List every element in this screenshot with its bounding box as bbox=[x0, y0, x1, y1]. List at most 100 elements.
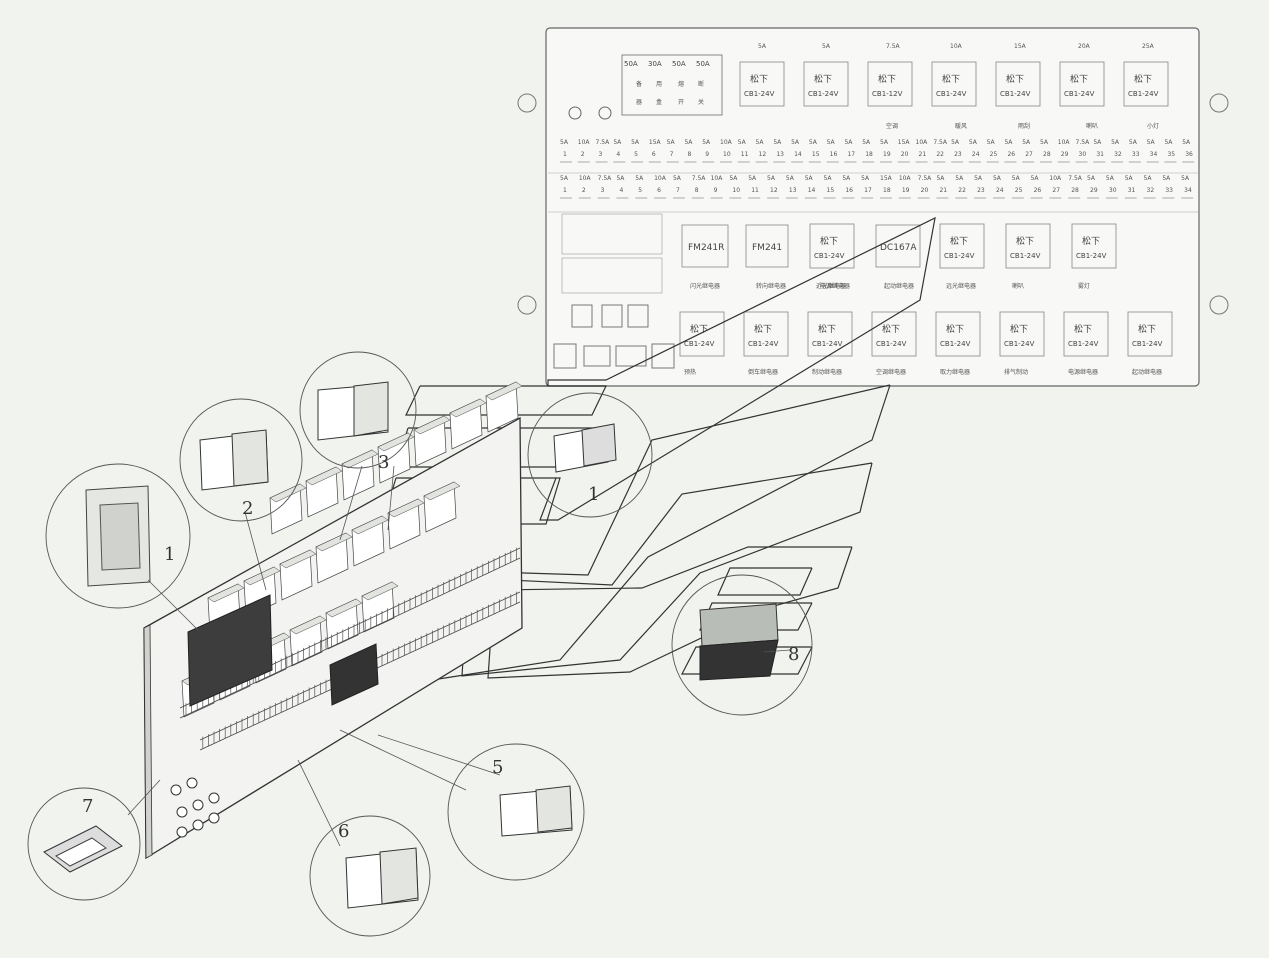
board-relay-top bbox=[289, 615, 327, 635]
flasher-1-label: FM241R bbox=[688, 243, 724, 253]
main-fuse-0: 50A bbox=[624, 60, 638, 68]
fuse-rating: 5A bbox=[936, 175, 945, 182]
fuse-rating: 5A bbox=[1022, 139, 1031, 146]
fuse-number: 27 bbox=[1025, 151, 1033, 158]
fuse-number: 31 bbox=[1096, 151, 1104, 158]
top-relay-model: CB1-24V bbox=[808, 90, 839, 98]
caption: 闪光继电器 bbox=[690, 282, 720, 290]
fuse-rating: 5A bbox=[827, 139, 836, 146]
callout-5: 5 bbox=[492, 757, 503, 778]
dark-module-center bbox=[329, 643, 379, 706]
detail-circles bbox=[27, 351, 813, 937]
top-relay-label: 松下 bbox=[1134, 73, 1152, 85]
fuse-number: 2 bbox=[582, 187, 586, 194]
top-relay-label: 松下 bbox=[814, 73, 832, 85]
fuse-number: 16 bbox=[830, 151, 838, 158]
fuse-rating: 7.5A bbox=[598, 175, 613, 182]
fuse-number: 6 bbox=[652, 151, 656, 158]
fuse-number: 25 bbox=[990, 151, 998, 158]
bottom-relay-label: 松下 bbox=[1074, 323, 1092, 335]
fuse-number: 5 bbox=[638, 187, 642, 194]
fuse-number: 30 bbox=[1079, 151, 1087, 158]
fuse-rating: 10A bbox=[579, 175, 592, 182]
fuse-rating: 10A bbox=[711, 175, 724, 182]
fuse-number: 20 bbox=[921, 187, 929, 194]
bottom-relay bbox=[679, 311, 725, 357]
fuse-number: 22 bbox=[958, 187, 966, 194]
caption: 起动继电器 bbox=[884, 282, 914, 290]
fuse-number: 33 bbox=[1132, 151, 1140, 158]
fuse-rating: 5A bbox=[786, 175, 795, 182]
fuse-rating: 5A bbox=[955, 175, 964, 182]
fuse-rating: 10A bbox=[916, 139, 929, 146]
bottom-relay-label: 松下 bbox=[818, 323, 836, 335]
fuse-number: 12 bbox=[759, 151, 767, 158]
fuse-number: 7 bbox=[670, 151, 674, 158]
group-label: 空调 bbox=[886, 122, 898, 130]
bottom-relay bbox=[743, 311, 789, 357]
flasher-3-label: DC167A bbox=[880, 243, 917, 253]
bottom-relay-model: CB1-24V bbox=[748, 340, 779, 348]
fuse-rating: 5A bbox=[1087, 175, 1096, 182]
fuse-rating: 5A bbox=[844, 139, 853, 146]
grid-char-4: 器 bbox=[636, 99, 642, 106]
fuse-number: 13 bbox=[789, 187, 797, 194]
callout-6: 6 bbox=[338, 821, 349, 842]
fuse-rating: 5A bbox=[861, 175, 870, 182]
fuse-number: 23 bbox=[977, 187, 985, 194]
fuse-rating: 5A bbox=[824, 175, 833, 182]
fuse-rating: 5A bbox=[673, 175, 682, 182]
flasher-2 bbox=[745, 224, 789, 268]
top-relay-label: 松下 bbox=[878, 73, 896, 85]
top-relay-rating: 20A bbox=[1078, 43, 1091, 50]
fuse-rating: 10A bbox=[1058, 139, 1071, 146]
top-relay bbox=[867, 61, 913, 107]
fuse-number: 15 bbox=[812, 151, 820, 158]
fuse-rating: 5A bbox=[951, 139, 960, 146]
fuse-rating: 5A bbox=[560, 175, 569, 182]
fuse-number: 24 bbox=[972, 151, 980, 158]
top-relay-rating: 5A bbox=[758, 43, 767, 50]
mount-hole-br bbox=[1209, 295, 1229, 315]
fuse-rating: 5A bbox=[805, 175, 814, 182]
top-relay-label: 松下 bbox=[1070, 73, 1088, 85]
board-relay-top bbox=[449, 398, 487, 418]
panel-outline bbox=[545, 27, 1200, 387]
bottom-relay-label: 松下 bbox=[690, 323, 708, 335]
fuse-row-1: 5A110A27.5A35A45A515A65A75A85A910A105A11… bbox=[560, 139, 1195, 163]
caption: 电源继电器 bbox=[820, 282, 850, 290]
board-relay-top bbox=[413, 415, 451, 435]
top-relay-model: CB1-24V bbox=[744, 90, 775, 98]
fuse-number: 7 bbox=[676, 187, 680, 194]
board-relay-top bbox=[351, 515, 389, 535]
fuse-number: 3 bbox=[599, 151, 603, 158]
fuse-rating: 5A bbox=[767, 175, 776, 182]
fuse-rating: 5A bbox=[987, 139, 996, 146]
top-relay-rating: 5A bbox=[822, 43, 831, 50]
mid-relay-model: CB1-24V bbox=[814, 252, 845, 260]
board-relay-top bbox=[423, 481, 461, 501]
fuse-number: 8 bbox=[695, 187, 699, 194]
fuse-rating: 5A bbox=[631, 139, 640, 146]
callout-1-right: 1 bbox=[588, 484, 599, 505]
bottom-relay bbox=[1127, 311, 1173, 357]
bottom-relay bbox=[807, 311, 853, 357]
fuse-number: 3 bbox=[601, 187, 605, 194]
top-relay-label: 松下 bbox=[750, 73, 768, 85]
fuse-rating: 5A bbox=[748, 175, 757, 182]
bottom-relay-caption: 电源继电器 bbox=[1068, 368, 1098, 376]
fuse-number: 23 bbox=[954, 151, 962, 158]
mid-relay-caption: 喇叭 bbox=[1012, 282, 1024, 290]
round-sockets bbox=[170, 777, 220, 838]
fuse-board-3d bbox=[143, 381, 523, 860]
flasher-1 bbox=[681, 224, 729, 268]
fuse-rating: 5A bbox=[1144, 175, 1153, 182]
fuse-rating: 5A bbox=[1147, 139, 1156, 146]
fuse-rating: 10A bbox=[1049, 175, 1062, 182]
fuse-rating: 5A bbox=[1111, 139, 1120, 146]
fuse-number: 2 bbox=[581, 151, 585, 158]
fuse-rating: 5A bbox=[880, 139, 889, 146]
bottom-relay-label: 松下 bbox=[754, 323, 772, 335]
bottom-relay-caption: 倒车继电器 bbox=[748, 368, 778, 376]
fuse-rating: 5A bbox=[1004, 139, 1013, 146]
